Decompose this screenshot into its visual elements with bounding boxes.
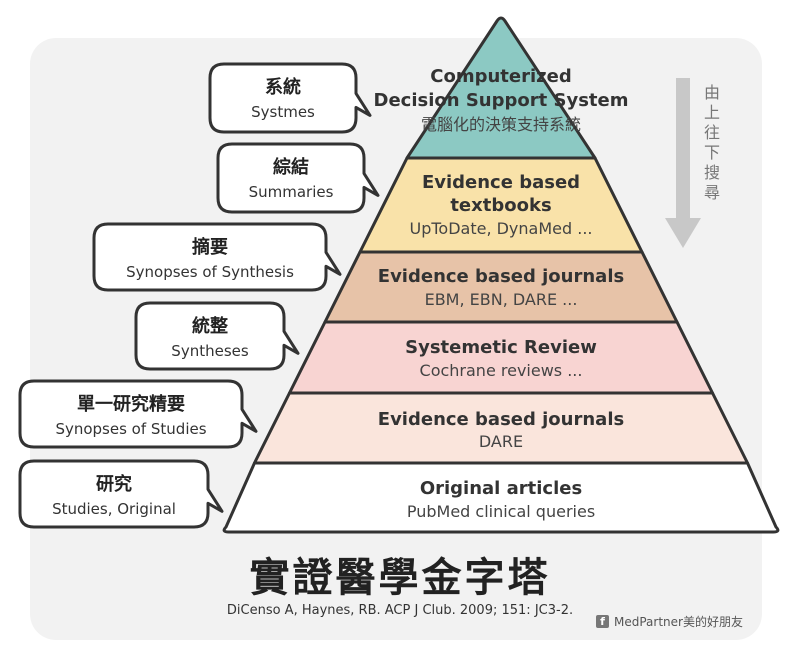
tier-4-subtitle: Cochrane reviews ... <box>420 361 583 380</box>
bubble-4-label-zh: 統整 <box>192 315 228 337</box>
bubble-2-label-en: Summaries <box>249 183 334 201</box>
pyramid-tier-6 <box>222 461 780 534</box>
tier-1-subtitle: 電腦化的決策支持系統 <box>421 115 581 134</box>
tier-2-title: textbooks <box>450 195 551 216</box>
speech-bubble-2 <box>216 142 380 214</box>
arrow-label-char: 尋 <box>704 183 720 202</box>
tier-2-title: Evidence based <box>422 172 580 193</box>
arrow-label-char: 往 <box>704 123 720 142</box>
tier-6-subtitle: PubMed clinical queries <box>407 502 595 521</box>
bubble-2-label-zh: 綜結 <box>273 156 309 178</box>
tier-1-title: Decision Support System <box>374 90 629 111</box>
brand: f MedPartner美的好朋友 <box>596 613 743 630</box>
arrow-label-char: 上 <box>704 103 720 122</box>
tier-2-subtitle: UpToDate, DynaMed ... <box>409 219 592 238</box>
speech-bubble-4 <box>134 301 300 371</box>
speech-bubble-3 <box>92 222 342 292</box>
citation: DiCenso A, Haynes, RB. ACP J Club. 2009;… <box>226 603 574 618</box>
speech-bubble-1 <box>208 62 372 134</box>
bubble-6-label-zh: 研究 <box>96 473 132 495</box>
facebook-icon: f <box>596 615 609 628</box>
bubble-3-label-en: Synopses of Synthesis <box>126 263 294 281</box>
tier-1-title: Computerized <box>430 66 571 87</box>
tier-3-subtitle: EBM, EBN, DARE ... <box>425 290 578 309</box>
arrow-label-char: 下 <box>704 143 720 162</box>
down-arrow-head <box>665 218 701 248</box>
speech-bubble-6 <box>18 459 224 529</box>
arrow-label-char: 搜 <box>704 163 720 182</box>
tier-6-title: Original articles <box>420 478 582 499</box>
pyramid-tier-3 <box>323 250 679 324</box>
tier-5-title: Evidence based journals <box>378 409 624 430</box>
tier-4-title: Systemetic Review <box>405 337 597 358</box>
bubble-5-label-zh: 單一研究精要 <box>77 393 185 415</box>
main-title: 實證醫學金字塔 <box>249 555 551 601</box>
bubble-1-label-zh: 系統 <box>265 76 301 98</box>
bubble-1-label-en: Systmes <box>251 103 315 121</box>
bubble-3-label-zh: 摘要 <box>192 236 228 258</box>
pyramid-tier-1 <box>405 16 597 160</box>
brand-text: MedPartner美的好朋友 <box>614 615 743 629</box>
tier-3-title: Evidence based journals <box>378 266 624 287</box>
bubble-5-label-en: Synopses of Studies <box>55 420 206 438</box>
down-arrow-shaft <box>676 78 690 218</box>
tier-5-subtitle: DARE <box>479 432 523 451</box>
speech-bubble-5 <box>18 379 258 449</box>
bubble-4-label-en: Syntheses <box>171 342 249 360</box>
arrow-label-char: 由 <box>704 83 720 102</box>
bubble-6-label-en: Studies, Original <box>52 500 176 518</box>
